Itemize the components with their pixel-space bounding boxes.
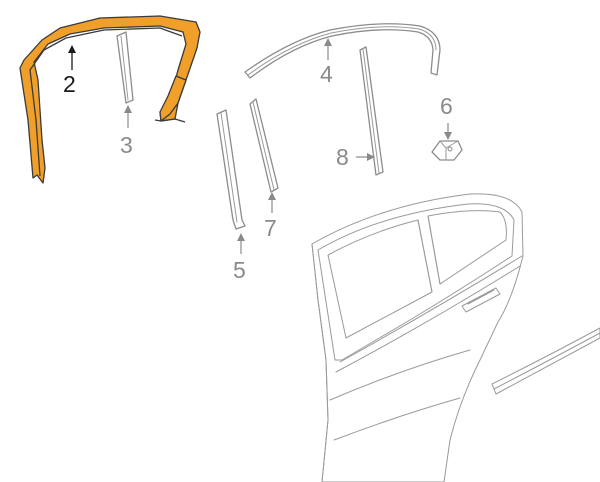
- arrow-5: [237, 233, 245, 241]
- part-6-body: [431, 140, 463, 161]
- part-2-flap-edge: [154, 118, 186, 123]
- arrow-2: [68, 45, 76, 53]
- part-3-edge: [120, 35, 129, 101]
- part-5-edge: [220, 112, 238, 223]
- part-2-inner-lip: [29, 27, 183, 177]
- rear-door: [311, 193, 524, 482]
- part-4-drip-moulding[interactable]: [244, 23, 441, 79]
- part-7-narrow-applique[interactable]: [249, 98, 279, 193]
- arrow-6: [444, 132, 452, 140]
- callout-6: 6: [440, 93, 453, 119]
- arrow-8: [367, 153, 375, 161]
- part-3-pillar-trim[interactable]: [116, 31, 134, 104]
- part-3-body: [116, 31, 134, 104]
- part-4-body: [244, 23, 441, 79]
- arrow-3: [124, 105, 132, 113]
- door-window-front: [327, 219, 433, 339]
- part-5-body: [216, 109, 246, 230]
- callout-3: 3: [120, 132, 133, 158]
- callout-5: 5: [233, 257, 246, 283]
- part-6-hole: [447, 146, 453, 152]
- callout-7: 7: [264, 215, 277, 241]
- callout-2: 2: [63, 71, 76, 97]
- arrow-4: [324, 38, 332, 46]
- part-6-edge: [439, 140, 459, 161]
- part-2-frame-seal[interactable]: [19, 15, 201, 184]
- part-5-pillar-applique[interactable]: [216, 109, 246, 230]
- callout-4: 4: [320, 61, 333, 87]
- side-moulding-strip: [491, 327, 600, 395]
- part-8-edge: [362, 48, 380, 174]
- door-handle: [461, 287, 501, 313]
- door-front-edge: [311, 243, 329, 482]
- door-window-rear: [427, 210, 507, 285]
- callout-8: 8: [336, 144, 349, 170]
- door-outline: [311, 193, 524, 482]
- part-4-edge: [247, 26, 437, 76]
- door-division-bar: [417, 215, 441, 293]
- side-moulding-body: [491, 327, 600, 395]
- door-crease: [329, 349, 471, 441]
- door-belt-line: [335, 255, 523, 373]
- side-moulding-edge: [493, 332, 600, 390]
- door-window-frame: [317, 203, 515, 361]
- part-7-edge: [252, 101, 275, 191]
- arrow-7: [268, 192, 276, 200]
- part-6-clip[interactable]: [431, 140, 463, 161]
- part-8-rear-channel[interactable]: [359, 46, 384, 176]
- part-2-flap: [159, 75, 187, 122]
- part-7-body: [249, 98, 279, 193]
